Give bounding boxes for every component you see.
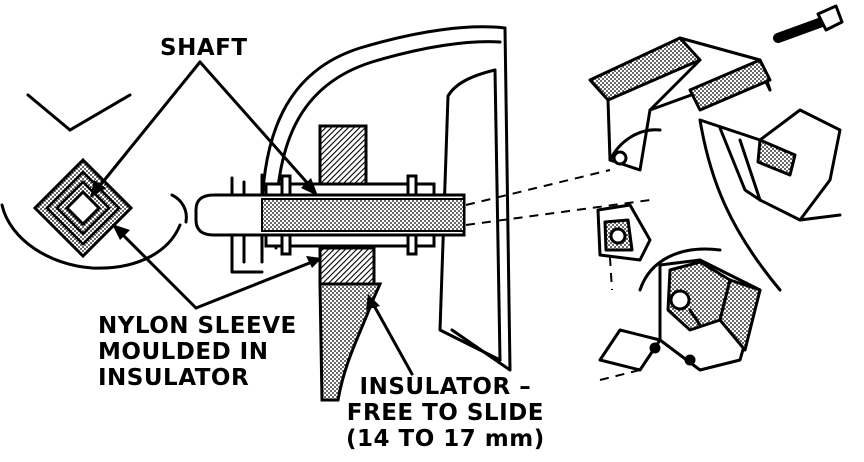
perspective-assembly: [588, 4, 844, 372]
lower-insulator-block: [318, 246, 383, 402]
leader-lines: [96, 60, 414, 376]
center-lines: [465, 169, 651, 381]
insulator-label: INSULATOR – FREE TO SLIDE (14 TO 17 mm): [346, 374, 545, 452]
insulator-label-line3: (14 TO 17 mm): [346, 426, 545, 452]
shaft-label-text: SHAFT: [160, 35, 248, 61]
nylon-sleeve-label: NYLON SLEEVE MOULDED IN INSULATOR: [98, 313, 297, 391]
nylon-sleeve-label-line1: NYLON SLEEVE: [98, 313, 297, 339]
nylon-sleeve-label-line3: INSULATOR: [98, 365, 250, 391]
nylon-sleeve-cross-section: [32, 157, 134, 259]
nylon-bracket-arrowhead: [306, 256, 322, 268]
nylon-inset-arrowhead: [112, 224, 130, 240]
upper-insulator-block: [318, 124, 368, 186]
nylon-leader-to-inset: [118, 230, 198, 310]
insulator-arrowhead: [366, 294, 380, 310]
nylon-leader-to-bracket: [194, 260, 314, 310]
cross-section-inset: [0, 93, 188, 270]
shaft-arrowhead: [301, 178, 318, 196]
insulator-label-line1: INSULATOR –: [359, 374, 532, 400]
shaft-leader-to-shaft: [198, 60, 312, 188]
shaft: [194, 193, 466, 237]
insulator-label-line2: FREE TO SLIDE: [346, 400, 544, 426]
insulator-leader: [370, 300, 414, 376]
arrowheads: [90, 178, 380, 310]
shaft-leader-to-inset: [96, 60, 202, 190]
shaft-label: SHAFT: [160, 35, 248, 61]
nylon-sleeve-label-line2: MOULDED IN: [98, 339, 269, 365]
mount-bracket: [230, 25, 512, 372]
shaft-inset-arrowhead: [90, 180, 106, 198]
